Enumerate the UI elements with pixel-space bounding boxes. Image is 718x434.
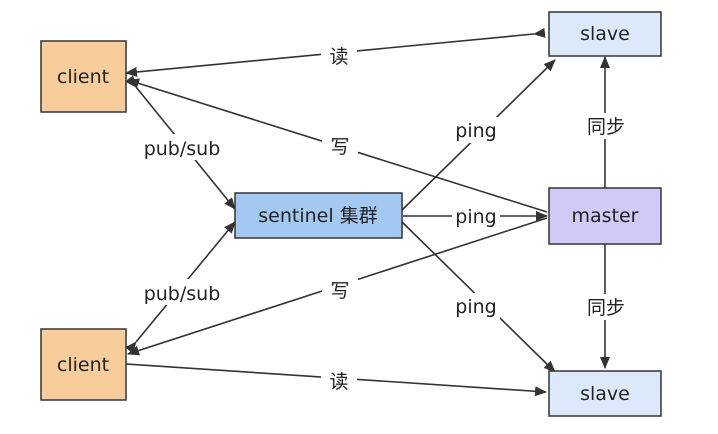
node-master: master (548, 187, 662, 245)
node-client-bottom: client (40, 328, 127, 401)
edge-read-top: 读 (125, 27, 546, 77)
edge-label-sync-top: 同步 (587, 116, 625, 138)
edge-ping-slave-top: ping (401, 59, 556, 211)
node-label-master: master (571, 205, 638, 227)
edge-ping-slave-bottom: ping (401, 221, 556, 373)
edge-label-pubsub-bottom: pub/sub (144, 283, 221, 305)
edge-label-write-top: 写 (330, 136, 349, 158)
edge-label-ping-slave-top: ping (455, 120, 496, 142)
node-label-client-top: client (57, 66, 109, 88)
edge-sync-top: 同步 (584, 56, 628, 188)
edge-pubsub-bottom: pub/sub (125, 221, 236, 354)
edge-label-read-top: 读 (329, 46, 348, 68)
node-label-slave-top: slave (580, 23, 630, 45)
edge-label-pubsub-top: pub/sub (144, 138, 221, 160)
edge-label-read-bottom: 读 (329, 371, 348, 393)
node-slave-bottom: slave (548, 370, 662, 417)
node-client-top: client (40, 40, 127, 113)
edge-label-ping-slave-bottom: ping (455, 296, 496, 318)
edge-label-ping-master: ping (455, 206, 496, 228)
edge-label-sync-bottom: 同步 (587, 297, 625, 319)
edge-label-write-bottom: 写 (330, 280, 349, 302)
node-label-sentinel-cluster: sentinel 集群 (258, 205, 377, 227)
edge-sync-bottom: 同步 (584, 244, 628, 369)
edge-read-bottom: 读 (114, 358, 547, 397)
node-label-slave-bottom: slave (580, 383, 630, 405)
node-label-client-bottom: client (57, 354, 109, 376)
node-sentinel-cluster: sentinel 集群 (234, 192, 403, 239)
edge-write-bottom: 写 (127, 217, 548, 356)
node-slave-top: slave (548, 11, 662, 57)
edge-ping-master: ping (403, 203, 548, 229)
edge-pubsub-top: pub/sub (125, 75, 236, 210)
